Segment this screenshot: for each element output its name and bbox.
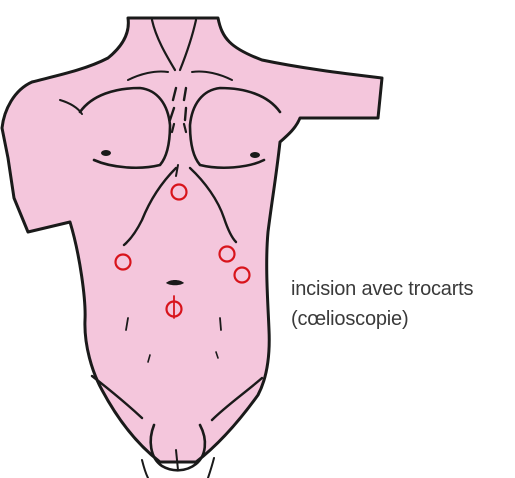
sternum-mark-4 bbox=[185, 108, 186, 120]
thigh-line-left bbox=[142, 460, 148, 478]
nipple-left bbox=[101, 150, 111, 156]
thigh-line-right bbox=[208, 458, 214, 478]
abdomen-mark-2 bbox=[220, 318, 221, 330]
incision-caption: incision avec trocarts (cœlioscopie) bbox=[291, 274, 511, 334]
torso-body bbox=[2, 18, 382, 462]
caption-line-2: (cœlioscopie) bbox=[291, 304, 511, 334]
caption-line-1: incision avec trocarts bbox=[291, 274, 511, 304]
nipple-right bbox=[250, 152, 260, 158]
